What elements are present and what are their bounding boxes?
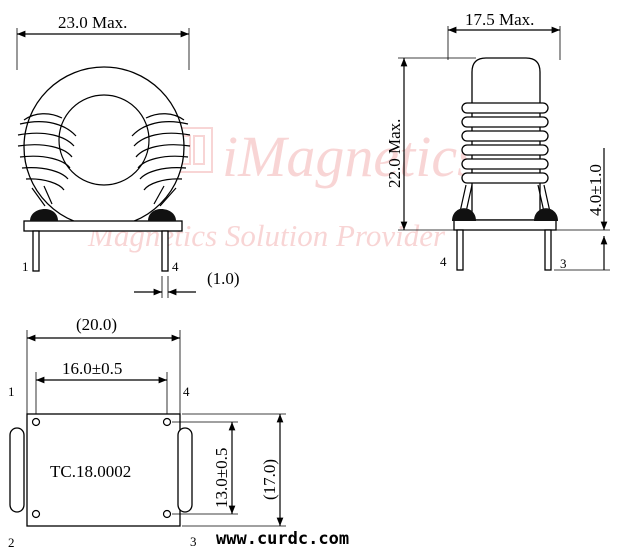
watermark: iMagnetics Magnetics Solution Provider (87, 124, 480, 253)
front-pin-1-label: 1 (22, 259, 29, 274)
front-solder-left (30, 208, 58, 221)
side-base-plate (453, 219, 557, 231)
side-pin-left (456, 229, 464, 271)
side-width-label: 17.5 Max. (465, 10, 534, 29)
bottom-pin-hole-4 (162, 417, 172, 427)
front-left-winding (17, 113, 77, 207)
bottom-pin-hole-1 (31, 417, 41, 427)
side-winding (459, 102, 551, 213)
bottom-body (26, 413, 181, 527)
bottom-pin-2-label: 2 (8, 535, 15, 550)
front-pin-left (32, 230, 40, 272)
watermark-brand: iMagnetics (222, 124, 480, 189)
bottom-right-winding (177, 427, 193, 513)
bottom-pin-pitch-label: 16.0±0.5 (62, 359, 122, 378)
toroid-core (23, 66, 185, 228)
front-width-label: 23.0 Max. (58, 13, 127, 32)
side-pin-right (544, 229, 552, 271)
bottom-width-label: (20.0) (76, 315, 117, 334)
bottom-left-winding (9, 427, 25, 513)
website-url: www.curdc.com (216, 529, 349, 549)
side-view: 17.5 Max. 22.0 Max. 4 3 (385, 10, 610, 271)
toroid-hole (58, 94, 150, 186)
bottom-pin-row-pitch-label: 13.0±0.5 (212, 448, 231, 508)
bottom-part-number: TC.18.0002 (50, 462, 131, 481)
side-height-label: 22.0 Max. (385, 119, 404, 188)
front-right-winding (131, 113, 191, 207)
front-view: 23.0 Max. (16, 13, 240, 298)
bottom-pin-4-label: 4 (183, 384, 190, 399)
side-solder-right (534, 208, 558, 221)
front-pin-spacing-label: (1.0) (207, 269, 240, 288)
bottom-pin-hole-3 (162, 509, 172, 519)
bottom-pin-3-label: 3 (190, 534, 197, 549)
bottom-view: (20.0) 16.0±0.5 TC.18.0002 1 4 2 3 13.0±… (8, 315, 286, 550)
front-pin-4-label: 4 (172, 259, 179, 274)
side-pin-length-label: 4.0±1.0 (586, 164, 605, 216)
side-solder-left (452, 208, 476, 221)
front-base-plate (23, 220, 183, 232)
side-pin-3-label: 3 (560, 256, 567, 271)
bottom-pin-hole-2 (31, 509, 41, 519)
side-pin-4-label: 4 (440, 254, 447, 269)
bottom-height-label: (17.0) (260, 459, 279, 500)
front-pin-right (161, 230, 169, 272)
bottom-pin-1-label: 1 (8, 384, 15, 399)
front-solder-right (148, 208, 176, 221)
